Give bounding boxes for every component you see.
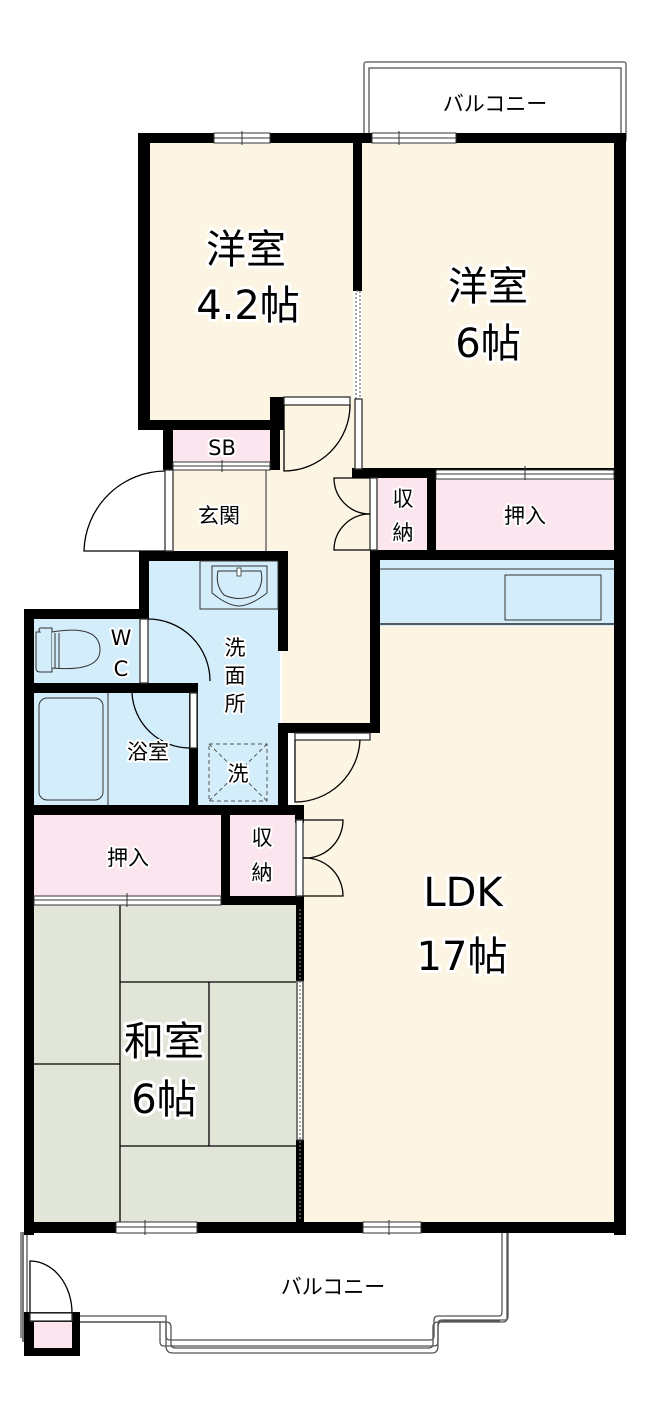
balcony-bottom-outline [22,1232,509,1347]
storage-lower-label-1: 収 [252,826,273,850]
japanese-room-size: 6帖 [131,1077,196,1123]
western-room-1-floor [150,143,353,420]
window-japanese-bottom [115,1220,198,1235]
bathtub-icon [38,693,109,805]
window-6-top [371,131,457,145]
ldk-floor [296,560,614,1222]
storage-upper-label-1: 収 [393,487,414,511]
outdoor-storage-floor [27,1322,73,1348]
japanese-room-name: 和室 [124,1019,204,1065]
storage-lower-floor [230,815,295,896]
tatami-lines [34,905,296,1222]
toilet-icon [35,627,101,673]
window-closet-upper [435,466,615,480]
washing-machine-icon [208,743,268,802]
western-room-2-size: 6帖 [455,321,520,367]
washbasin-icon [199,560,279,610]
closet-lower-label: 押入 [107,846,149,870]
closet-upper-floor [436,478,614,550]
closet-upper-label: 押入 [504,504,546,528]
western-room-1-size: 4.2帖 [196,283,300,329]
window-closet-lower [33,893,222,907]
room-42-door-swing [283,404,351,472]
balcony-bottom [20,1232,508,1354]
doors [29,290,378,1322]
washroom-label-1: 洗 [225,636,246,660]
window-ldk-bottom [362,1220,422,1235]
closet-lower-floor [34,815,221,896]
sink-icon [504,574,602,621]
washer-label: 洗 [228,762,249,786]
western-room-2-name: 洋室 [448,264,528,310]
storage-upper-floor [377,478,427,550]
washroom-label-3: 所 [225,692,246,716]
storage-upper-label-2: 納 [393,521,414,545]
toilet-label-w: W [111,626,132,650]
bathroom-label: 浴室 [127,740,169,764]
entrance-door-swing [83,470,166,552]
window-sb [172,460,271,472]
balcony-bottom-label: バルコニー [281,1275,386,1299]
western-room-2-floor [362,143,614,473]
entrance-label: 玄関 [198,504,240,528]
ldk-size: 17帖 [417,934,508,980]
washroom-label-2: 面 [225,664,246,688]
window-42-top [213,131,271,145]
storage-lower-label-2: 納 [252,861,273,885]
balcony-top-label: バルコニー [443,92,548,116]
western-room-1-name: 洋室 [206,227,286,273]
ldk-name: LDK [423,870,504,916]
toilet-label-c: C [114,657,129,681]
windows [33,131,615,1235]
shoe-box-label: SB [208,436,236,460]
